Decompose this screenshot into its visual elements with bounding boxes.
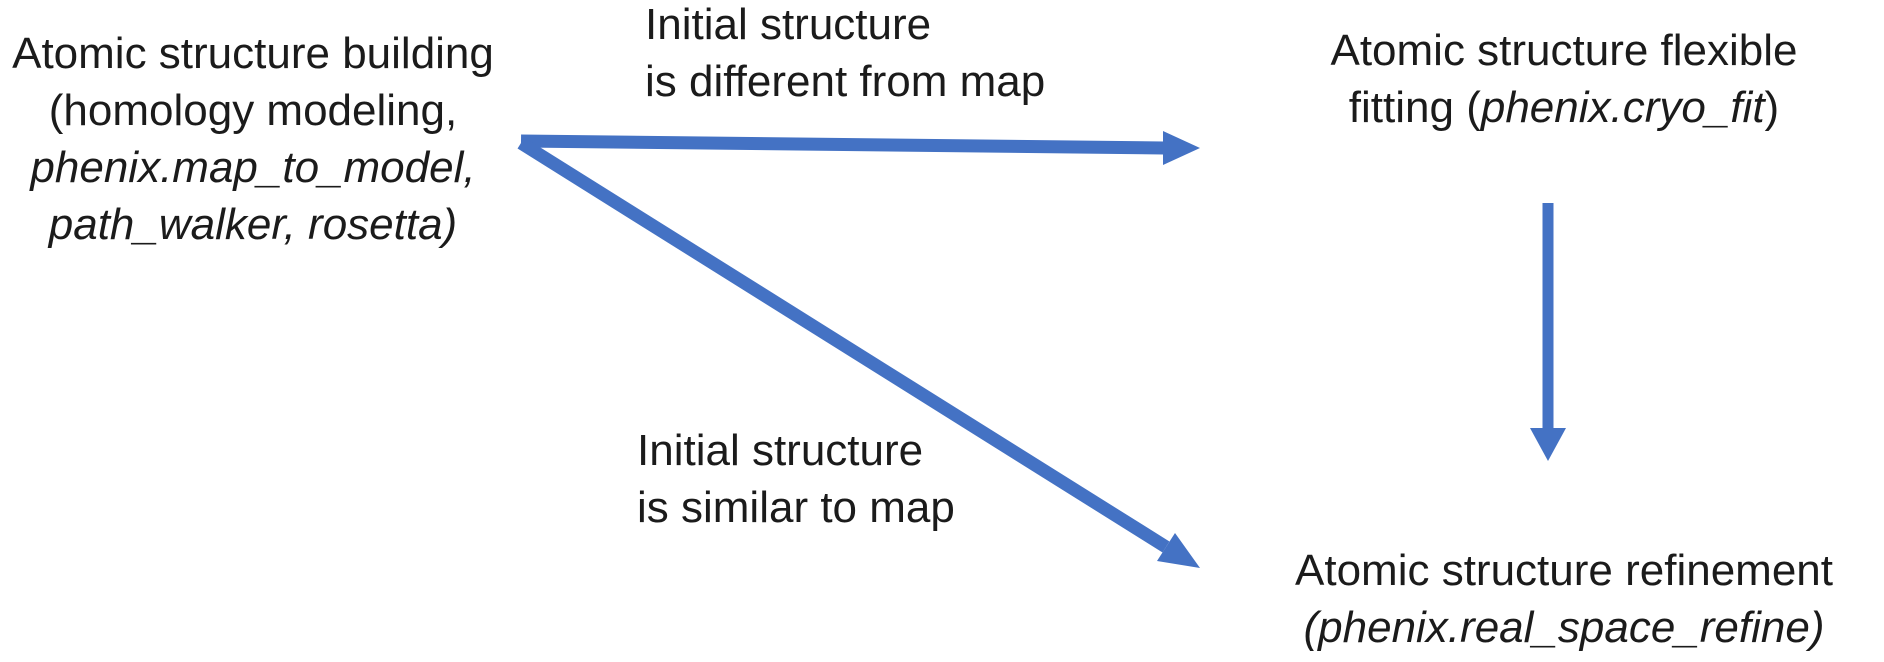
edge-label-similar-line2: is similar to map (637, 483, 955, 532)
edge-label-similar-line1: Initial structure (637, 426, 924, 475)
node-structure-building-line1: Atomic structure building (12, 29, 494, 78)
node-structure-refinement-line1: Atomic structure refinement (1295, 546, 1833, 595)
arrow-building-to-flexible-fitting-icon (520, 131, 1200, 165)
node-flexible-fitting-line2-prefix: fitting ( (1348, 83, 1481, 132)
node-flexible-fitting-line2-suffix: ) (1764, 83, 1780, 132)
node-flexible-fitting-line2: fitting (phenix.cryo_fit) (1259, 79, 1869, 136)
node-flexible-fitting-line1: Atomic structure flexible (1330, 26, 1798, 75)
arrow-building-to-refinement-icon (517, 137, 1200, 568)
node-structure-building-line3: phenix.map_to_model, (30, 143, 476, 192)
edge-label-different-from-map: Initial structure is different from map (645, 0, 1045, 110)
node-structure-building-line2: (homology modeling, (48, 86, 458, 135)
node-flexible-fitting: Atomic structure flexible fitting (pheni… (1259, 22, 1869, 136)
node-structure-building: Atomic structure building (homology mode… (0, 25, 508, 253)
node-structure-building-line4: path_walker, rosetta) (48, 200, 458, 249)
node-structure-refinement-line2: (phenix.real_space_refine) (1303, 603, 1825, 652)
node-flexible-fitting-line2-tool: phenix.cryo_fit (1480, 83, 1765, 132)
arrow-flexible-fitting-to-refinement-icon (1530, 203, 1566, 461)
node-structure-refinement: Atomic structure refinement (phenix.real… (1254, 542, 1874, 656)
edge-label-different-line1: Initial structure (645, 0, 932, 49)
edge-label-different-line2: is different from map (645, 57, 1046, 106)
edge-label-similar-to-map: Initial structure is similar to map (637, 422, 955, 536)
